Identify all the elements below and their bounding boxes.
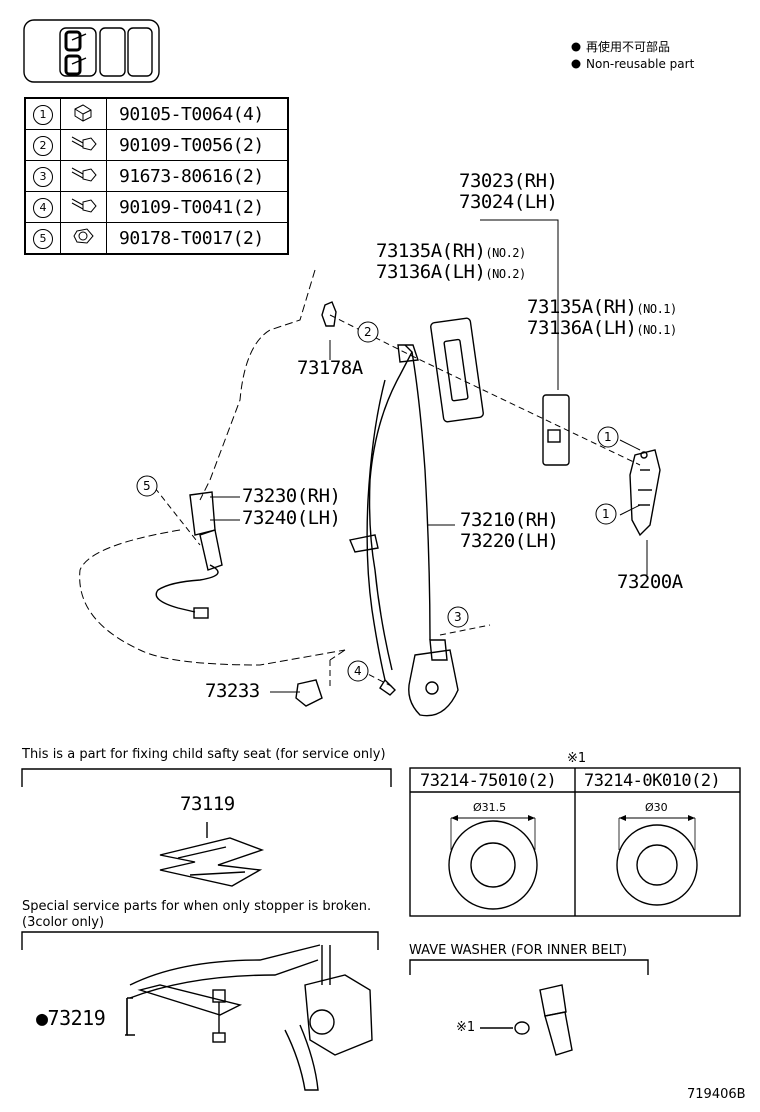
wave-washer-drawing [480, 984, 573, 1056]
legend-jp: 再使用不可部品 [586, 40, 671, 54]
seat-outline [79, 269, 346, 666]
callout-circle-3: 3 [454, 610, 462, 624]
leader-dashes [154, 314, 641, 690]
stopper-drawing [125, 944, 373, 1091]
label-73024: 73024(LH) [459, 191, 558, 213]
washer-right [616, 817, 698, 906]
child-seat-frame [21, 768, 392, 787]
label-73240: 73240(LH) [242, 507, 341, 529]
washer-left [448, 817, 538, 910]
label-73230: 73230(RH) [242, 485, 341, 507]
label-73136a-no2: 73136A(LH)(NO.2) [376, 261, 526, 283]
child-seat-note: This is a part for fixing child safty se… [22, 747, 386, 762]
part-number: 90105-T0064(4) [106, 97, 289, 130]
label-73178a: 73178A [297, 357, 363, 379]
wave-washer-ref: ※1 [456, 1020, 476, 1035]
cap-73233 [295, 679, 323, 707]
label-73119: 73119 [180, 793, 235, 815]
bolt-icon [71, 136, 97, 151]
wave-washer-title: WAVE WASHER (FOR INNER BELT) [409, 943, 628, 958]
label-73220: 73220(LH) [460, 530, 559, 552]
child-seat-plate-73119 [159, 837, 265, 887]
label-73023: 73023(RH) [459, 170, 558, 192]
stopper-note-2: (3color only) [22, 915, 105, 930]
callout-circle-4: 4 [354, 664, 362, 678]
label-73219: ●73219 [36, 1006, 106, 1030]
wave-washer-frame [409, 959, 649, 975]
callout-circle-2: 2 [364, 325, 372, 339]
anchor-cover-no2 [430, 317, 484, 423]
callout-circle-1a: 1 [604, 430, 612, 444]
legend-en: Non-reusable part [586, 57, 695, 71]
height-adjuster-73200a [629, 449, 661, 537]
part-number: 90178-T0017(2) [106, 222, 289, 255]
anchor-cover-no1 [542, 394, 570, 466]
label-73135a-no2: 73135A(RH)(NO.2) [376, 240, 526, 262]
table-row: 2 90109-T0056(2) [24, 129, 289, 161]
vehicle-position-icon [23, 19, 160, 83]
row-number: 1 [33, 105, 53, 125]
row-number: 2 [33, 136, 53, 156]
fastener-table: 1 90105-T0064(4) 2 90109-T0056(2) 3 9167… [24, 97, 289, 255]
table-row: 5 90178-T0017(2) [24, 222, 289, 255]
bolt-icon [71, 198, 97, 213]
stopper-frame [21, 931, 379, 950]
label-73233: 73233 [205, 680, 260, 702]
nut-icon [72, 228, 94, 244]
label-73135a-no1: 73135A(RH)(NO.1) [527, 296, 677, 318]
table-row: 4 90109-T0041(2) [24, 191, 289, 223]
diagram-id: 719406B [687, 1087, 746, 1102]
washer-mark: ※1 [567, 751, 587, 766]
clip-73178a [321, 301, 337, 327]
row-number: 5 [33, 229, 53, 249]
buckle-73230 [155, 491, 223, 619]
washer-right-dia: Ø30 [645, 801, 668, 814]
part-number: 90109-T0041(2) [106, 191, 289, 223]
bolt-icon [71, 167, 97, 182]
label-73136a-no1: 73136A(LH)(NO.1) [527, 317, 677, 339]
callout-circle-5: 5 [143, 479, 151, 493]
table-row: 3 91673-80616(2) [24, 160, 289, 192]
leader-lines [210, 219, 648, 693]
part-number: 91673-80616(2) [106, 160, 289, 192]
stopper-note-1: Special service parts for when only stop… [22, 899, 372, 914]
bolt-icon [74, 104, 91, 122]
seat-belt-assembly [349, 344, 459, 717]
table-row: 1 90105-T0064(4) [24, 97, 289, 130]
row-number: 3 [33, 167, 53, 187]
washer-right-part: 73214-0K010(2) [584, 771, 721, 791]
row-number: 4 [33, 198, 53, 218]
label-73210: 73210(RH) [460, 509, 559, 531]
washer-left-dia: Ø31.5 [473, 801, 507, 814]
washer-left-part: 73214-75010(2) [420, 771, 557, 791]
label-73200a: 73200A [617, 571, 683, 593]
part-number: 90109-T0056(2) [106, 129, 289, 161]
callout-circle-1b: 1 [602, 507, 610, 521]
